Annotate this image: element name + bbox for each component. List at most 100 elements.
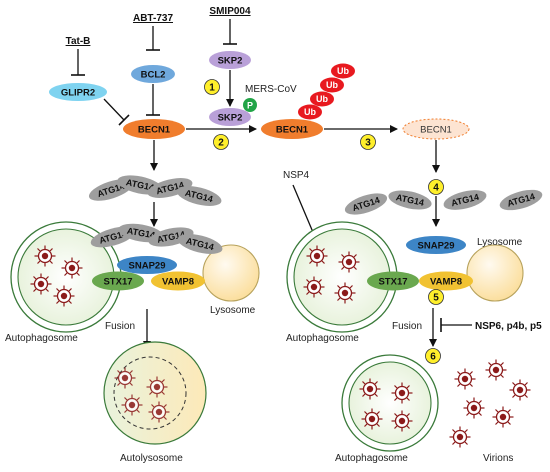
svg-text:STX17: STX17 — [103, 277, 132, 288]
virion — [305, 244, 329, 268]
stx17-protein-right: STX17 — [367, 271, 419, 291]
svg-text:6: 6 — [430, 352, 436, 363]
svg-text:5: 5 — [433, 293, 439, 304]
ubiquitin-1: Ub — [298, 104, 322, 120]
nsp4-arrow — [292, 184, 316, 238]
fusion-label-left: Fusion — [105, 321, 135, 332]
tat-b-inhibitor: Tat-B — [66, 36, 90, 76]
svg-text:STX17: STX17 — [378, 277, 407, 288]
skp2-label: SKP2 — [218, 56, 243, 67]
smip004-inhibitor: SMIP004 — [209, 6, 251, 45]
becn1-label: BECN1 — [138, 125, 171, 136]
autophagosome-label-bottom: Autophagosome — [335, 453, 408, 464]
autophagosome-right — [286, 221, 398, 333]
virion — [508, 378, 532, 402]
virion — [60, 256, 84, 280]
autophagosome-label-right: Autophagosome — [286, 333, 359, 344]
svg-text:P: P — [247, 101, 253, 111]
atg14-cluster-top-left: ATG14 ATG14 ATG14 ATG14 — [88, 175, 222, 206]
svg-text:VAMP8: VAMP8 — [430, 277, 462, 288]
fusion-label-right: Fusion — [392, 321, 422, 332]
bcl2-label: BCL2 — [141, 70, 166, 81]
svg-text:3: 3 — [365, 138, 371, 149]
svg-text:4: 4 — [433, 183, 439, 194]
ubiquitin-3: Ub — [320, 77, 344, 93]
atg14-free: ATG14 — [344, 193, 388, 215]
becn1-degraded-label: BECN1 — [420, 125, 452, 136]
virions-label: Virions — [483, 453, 513, 464]
lysosome-label: Lysosome — [210, 305, 256, 316]
smip004-label: SMIP004 — [209, 6, 251, 17]
glipr2-protein: GLIPR2 — [49, 83, 107, 101]
abt-737-inhibitor: ABT-737 — [133, 13, 173, 51]
snap29-protein-right: SNAP29 — [406, 236, 466, 254]
virion — [302, 275, 326, 299]
virion — [52, 284, 76, 308]
atg14-free: ATG14 — [443, 190, 487, 210]
step-6-marker: 6 — [425, 348, 441, 364]
mers-cov-label: MERS-CoV — [245, 84, 297, 95]
autolysosome — [103, 341, 207, 445]
vamp8-protein-right: VAMP8 — [419, 271, 473, 291]
virion — [33, 244, 57, 268]
svg-text:1: 1 — [209, 83, 215, 94]
virion — [448, 425, 472, 449]
nsp4-label: NSP4 — [283, 170, 310, 181]
atg14-oligomer: ATG14 — [177, 234, 223, 254]
skp2-phosphorylated: SKP2 — [209, 108, 251, 126]
atg14-cluster-bottom-left: ATG14 ATG14 ATG14 ATG14 — [90, 223, 223, 254]
svg-text:ATG14: ATG14 — [126, 226, 156, 241]
virion — [147, 400, 171, 424]
ubiquitin-4: Ub — [331, 63, 355, 79]
step-5-marker: 5 — [428, 289, 444, 305]
svg-text:Ub: Ub — [304, 107, 316, 117]
lysosome-left — [202, 244, 260, 302]
snap29-protein: SNAP29 — [117, 256, 177, 274]
skp2-active-label: SKP2 — [218, 113, 243, 124]
step-4-marker: 4 — [428, 179, 444, 195]
autophagosome-label: Autophagosome — [5, 333, 78, 344]
virion — [453, 367, 477, 391]
released-virions — [448, 358, 532, 449]
virion — [390, 409, 414, 433]
step-2-marker: 2 — [213, 134, 229, 150]
svg-text:SNAP29: SNAP29 — [129, 261, 166, 272]
atg14-oligomer: ATG14 — [176, 186, 222, 206]
virion — [360, 407, 384, 431]
phospho-marker: P — [243, 98, 257, 112]
autophagosome-left — [10, 221, 122, 333]
step-3-marker: 3 — [360, 134, 376, 150]
becn1-ub-label: BECN1 — [276, 125, 309, 136]
svg-text:SNAP29: SNAP29 — [418, 241, 455, 252]
ubiquitin-chain: Ub Ub Ub Ub — [298, 63, 355, 120]
nsp6-p4b-p5-label: NSP6, p4b, p5 — [475, 321, 542, 332]
skp2-protein: SKP2 — [209, 51, 251, 69]
autolysosome-label: Autolysosome — [120, 453, 183, 464]
vamp8-protein: VAMP8 — [151, 271, 205, 291]
atg14-free: ATG14 — [499, 189, 543, 211]
virion — [462, 396, 486, 420]
glipr2-label: GLIPR2 — [61, 88, 95, 99]
bcl2-protein: BCL2 — [131, 65, 175, 83]
virion — [337, 250, 361, 274]
svg-text:2: 2 — [218, 138, 224, 149]
atg14-scattered: ATG14 ATG14 ATG14 ATG14 — [344, 189, 543, 215]
atg14-free: ATG14 — [388, 190, 432, 210]
ubiquitin-2: Ub — [310, 91, 334, 107]
stx17-protein: STX17 — [92, 271, 144, 291]
svg-text:Ub: Ub — [337, 66, 349, 76]
lysosome-label-right: Lysosome — [477, 237, 523, 248]
virion — [29, 272, 53, 296]
step-1-marker: 1 — [204, 79, 220, 95]
virion — [113, 366, 137, 390]
becn1-degraded: BECN1 — [402, 118, 470, 140]
virion — [358, 377, 382, 401]
virion — [390, 381, 414, 405]
virion — [120, 393, 144, 417]
becn1-protein: BECN1 — [123, 119, 185, 139]
abt-737-label: ABT-737 — [133, 13, 173, 24]
virion — [484, 358, 508, 382]
becn1-ubiquitinated: BECN1 — [261, 119, 323, 139]
